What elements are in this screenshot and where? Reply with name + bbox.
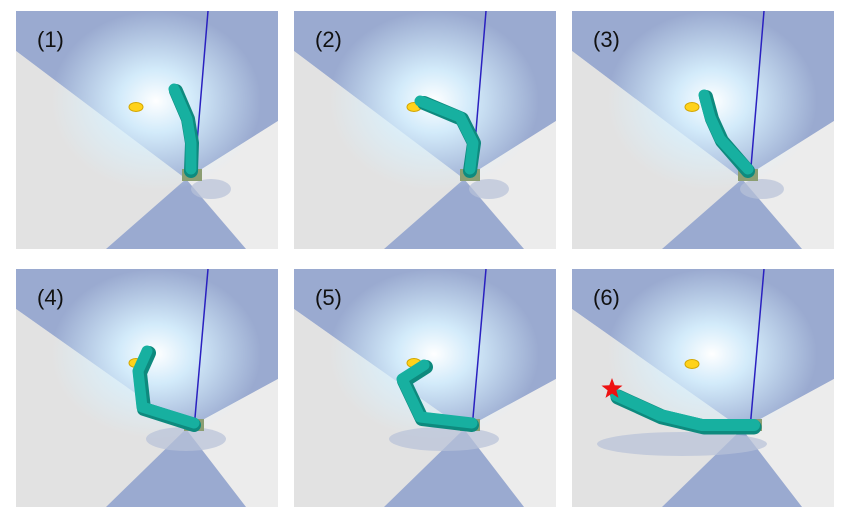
arm-shadow — [740, 179, 784, 199]
yellow-disc-target-icon — [128, 102, 144, 112]
robot-arm — [610, 389, 760, 431]
arm-shadow — [597, 432, 767, 456]
arm-shadow — [389, 427, 499, 451]
floor-tile-right — [186, 379, 278, 507]
robot-arm — [698, 89, 754, 175]
robot-arm — [168, 83, 197, 175]
floor-tile-bottom — [384, 429, 524, 507]
panel-label: (1) — [37, 27, 64, 52]
frame-panel-2: (2) — [294, 11, 556, 249]
floor-tile-right — [464, 379, 556, 507]
scene-view — [294, 11, 556, 249]
light-glow — [607, 269, 817, 439]
yellow-disc-target-icon — [684, 359, 700, 369]
arm-shadow — [191, 179, 231, 199]
panel-label: (6) — [593, 285, 620, 310]
floor-tile-bottom — [662, 179, 802, 249]
frame-panel-3: (3) — [572, 11, 834, 249]
floor-tile-right — [742, 121, 834, 249]
frame-panel-4: (4) — [16, 269, 278, 507]
plumb-line — [471, 269, 487, 430]
floor-tile-bottom — [662, 429, 802, 507]
floor-tile-bottom — [384, 179, 524, 249]
frame-panel-6: (6) — [572, 269, 834, 507]
frame-panel-1: (1) — [16, 11, 278, 249]
scene-view — [16, 269, 278, 507]
robot-arm — [414, 95, 479, 175]
robot-arm — [132, 345, 200, 429]
floor-tile-right — [464, 121, 556, 249]
panel-label: (3) — [593, 27, 620, 52]
panel-label: (2) — [315, 27, 342, 52]
plumb-line — [749, 11, 765, 180]
arm-shadow — [469, 179, 509, 199]
robot-arm — [396, 359, 478, 429]
plumb-line — [193, 269, 209, 430]
floor-tile-right — [186, 121, 278, 249]
plumb-line — [749, 269, 765, 430]
yellow-disc-target-icon — [684, 102, 700, 112]
light-glow — [329, 269, 539, 439]
light-glow — [51, 11, 261, 191]
floor-tile-right — [742, 379, 834, 507]
light-glow — [51, 269, 261, 439]
arm-shadow — [146, 427, 226, 451]
floor-tile-bottom — [106, 179, 246, 249]
red-star-marker-icon — [601, 378, 623, 398]
scene-view — [572, 269, 834, 507]
frame-panel-5: (5) — [294, 269, 556, 507]
scene-view — [16, 11, 278, 249]
floor-tile-bottom — [106, 429, 246, 507]
panel-label: (5) — [315, 285, 342, 310]
scene-view — [572, 11, 834, 249]
panel-label: (4) — [37, 285, 64, 310]
scene-view — [294, 269, 556, 507]
